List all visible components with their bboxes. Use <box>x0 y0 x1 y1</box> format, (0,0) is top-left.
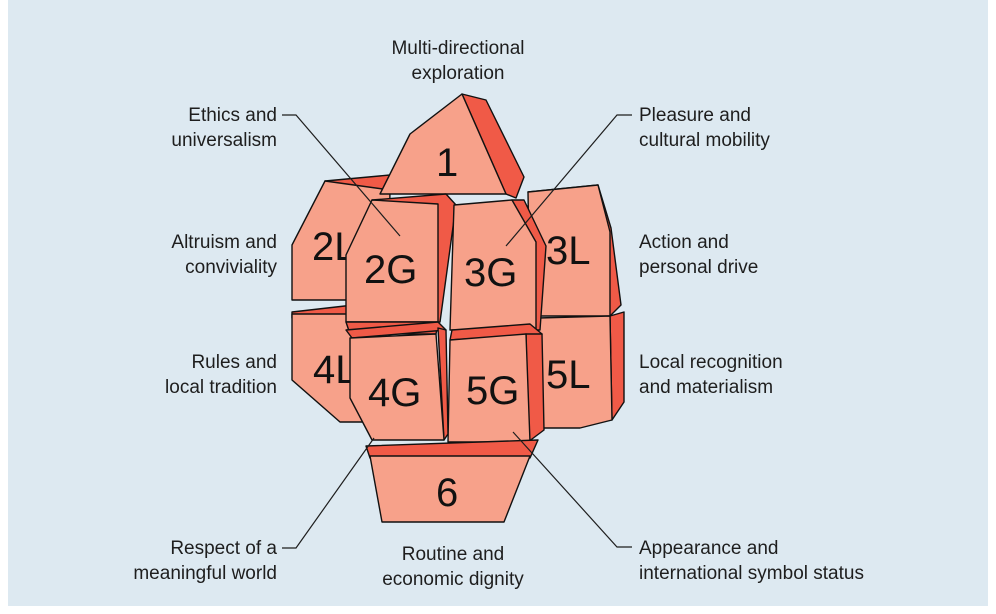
leader-appearance <box>512 431 632 548</box>
block-5L-label: 5L <box>546 353 591 397</box>
label-rules-local-tradition: Rules and local tradition <box>120 350 277 400</box>
block-3L-label: 3L <box>546 229 591 273</box>
label-ethics-universalism: Ethics and universalism <box>120 103 277 153</box>
label-appearance-line2: international symbol status <box>639 563 864 584</box>
block-5L: 5L <box>537 311 625 429</box>
leader-respect <box>282 437 375 549</box>
block-1: 1 <box>379 93 525 199</box>
block-1-label: 1 <box>436 141 458 185</box>
label-action-line2: personal drive <box>639 257 759 278</box>
block-5G: 5G <box>447 323 545 443</box>
leader-ethics <box>282 114 401 237</box>
label-action-line1: Action and <box>639 232 729 253</box>
block-6-label: 6 <box>436 471 458 515</box>
leader-pleasure <box>505 114 632 247</box>
label-respect-meaningful-world: Respect of a meaningful world <box>100 536 277 586</box>
label-bottom-line2: economic dignity <box>382 569 524 590</box>
block-3G: 3G <box>449 199 547 331</box>
label-pleasure-line2: cultural mobility <box>639 130 770 151</box>
block-2G-label: 2G <box>364 248 417 292</box>
leader-lines <box>282 114 632 549</box>
block-3G-label: 3G <box>464 251 517 295</box>
block-6: 6 <box>365 439 539 523</box>
label-appearance-line1: Appearance and <box>639 538 779 559</box>
label-top-line1: Multi-directional <box>391 38 525 59</box>
block-2G: 2G <box>345 193 457 335</box>
label-altruism-conviviality: Altruism and conviviality <box>120 230 277 280</box>
label-pleasure-cultural-mobility: Pleasure and cultural mobility <box>639 103 770 153</box>
block-3L: 3L <box>527 184 622 317</box>
label-routine-economic-dignity: Routine and economic dignity <box>368 542 538 592</box>
label-rules-line2: local tradition <box>165 377 277 398</box>
label-top-line2: exploration <box>411 63 505 84</box>
label-bottom-line1: Routine and <box>401 544 505 565</box>
label-ethics-line2: universalism <box>171 130 277 151</box>
label-rules-line1: Rules and <box>191 352 277 373</box>
label-multi-directional-exploration: Multi-directional exploration <box>368 36 548 86</box>
block-5G-label: 5G <box>466 369 519 413</box>
label-action-personal-drive: Action and personal drive <box>639 230 758 280</box>
block-4G: 4G <box>345 321 449 441</box>
label-local-recognition-materialism: Local recognition and materialism <box>639 350 783 400</box>
label-altruism-line2: conviviality <box>185 257 277 278</box>
label-pleasure-line1: Pleasure and <box>639 105 751 126</box>
label-local-recognition-line2: and materialism <box>639 377 774 398</box>
label-altruism-line1: Altruism and <box>171 232 277 253</box>
label-ethics-line1: Ethics and <box>188 105 277 126</box>
block-4G-label: 4G <box>368 371 421 415</box>
label-appearance-international-symbol: Appearance and international symbol stat… <box>639 536 864 586</box>
label-respect-line1: Respect of a <box>170 538 277 559</box>
label-local-recognition-line1: Local recognition <box>639 352 783 373</box>
label-respect-line2: meaningful world <box>133 563 277 584</box>
